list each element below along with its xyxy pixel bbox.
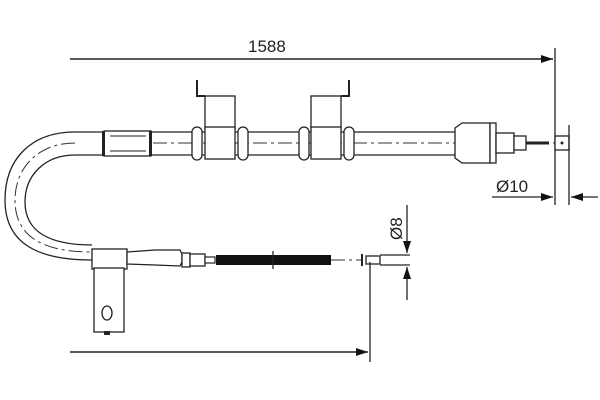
lower-cable (126, 249, 410, 269)
overall-length-dimension: 1588 (70, 37, 556, 205)
sheath-sleeve (102, 130, 152, 157)
pin-diameter-label: Ø8 (387, 217, 406, 240)
lower-bracket (91, 248, 128, 335)
pin-diameter-dimension: Ø8 (387, 205, 411, 300)
end-fitting-diameter-dimension: Ø10 (492, 177, 598, 201)
mounting-clip-2 (298, 80, 355, 161)
end-fitting-diameter-label: Ø10 (496, 177, 528, 196)
lower-length-dimension (70, 262, 371, 362)
mounting-clip-1 (191, 80, 249, 161)
overall-length-label: 1588 (248, 37, 286, 56)
right-end-fitting (454, 122, 570, 205)
